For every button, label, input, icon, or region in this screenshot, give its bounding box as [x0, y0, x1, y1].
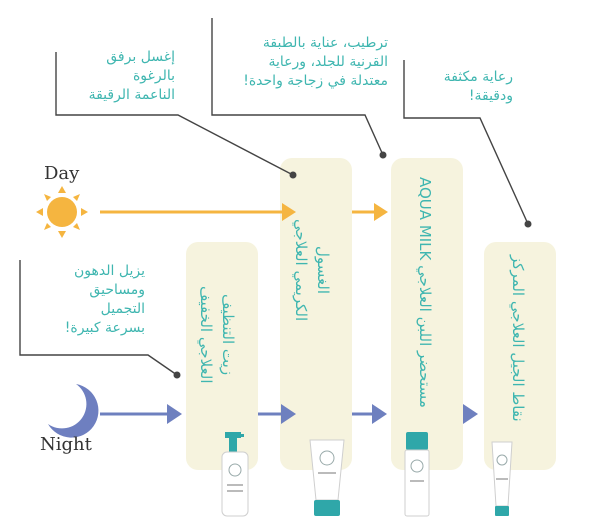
callout-box-cleanser [55, 52, 294, 176]
panel-gel [484, 242, 556, 470]
sun-icon [36, 186, 88, 238]
panel-oil [186, 242, 258, 470]
connector-dot-cleanser [289, 171, 297, 179]
day-arrow-2 [374, 203, 388, 221]
night-arrow-2 [281, 404, 296, 424]
product-bottle-oil [221, 432, 249, 517]
day-arrow-1 [282, 203, 296, 221]
connector-dot-oil [173, 371, 181, 379]
product-bottle-milk [404, 432, 430, 517]
connector-dot-gel [524, 220, 532, 228]
callout-box-milk [211, 18, 384, 156]
night-label: Night [40, 434, 92, 455]
callout-text-oil: يزيل الدهون ومساحيق التجميل بسرعة كبيرة! [64, 263, 145, 336]
product-tube-gel [491, 441, 513, 516]
moon-icon [48, 384, 99, 438]
product-name-gel: نقاط الجيل العلاجي المركز [509, 254, 527, 422]
callout-box-gel [403, 60, 529, 225]
connector-dot-milk [379, 151, 387, 159]
night-arrow-1 [167, 404, 182, 424]
callout-text-milk: ترطيب، عناية بالطبقة القرنية للجلد، ورعا… [243, 35, 388, 89]
product-name-cleanser: الغسول الكريمي العلاجي [292, 218, 332, 322]
callout-text-gel: رعاية مكثفة ودقيقة! [443, 69, 513, 104]
day-label: Day [44, 163, 80, 184]
callout-box-oil [19, 260, 178, 376]
product-tube-cleanser [309, 439, 345, 516]
callout-text-cleanser: إغسل برفق بالرغوة الناعمة الرقيقة [88, 49, 175, 103]
panel-milk [391, 158, 463, 470]
night-arrow-4 [463, 404, 478, 424]
night-arrow-3 [372, 404, 387, 424]
product-name-oil: زيت التنظيف العلاجي الخفيف [197, 286, 237, 384]
product-name-milk: مستحضر اللبن العلاجي AQUA MILK [416, 176, 434, 408]
